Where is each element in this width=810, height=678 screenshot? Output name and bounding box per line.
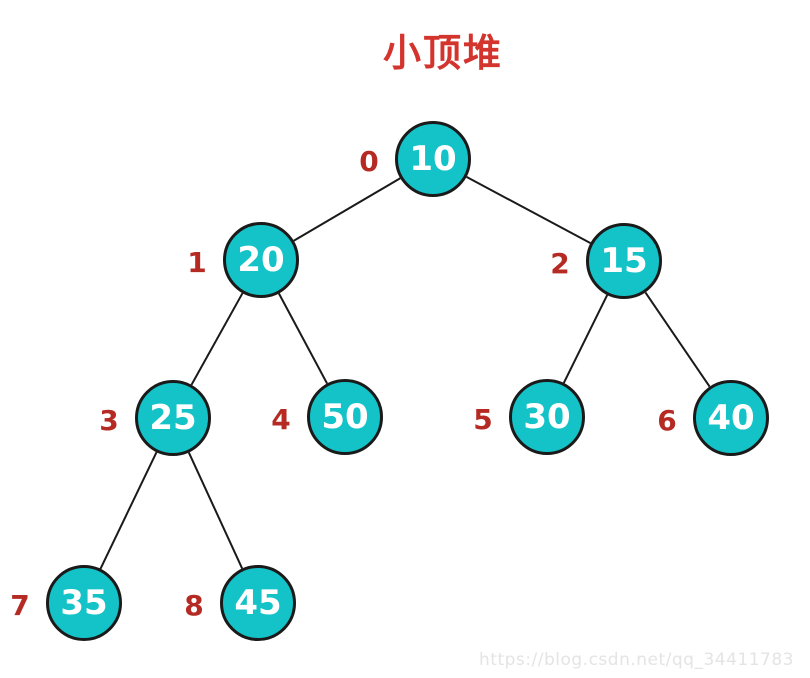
node-index-label-3: 3 xyxy=(99,404,119,437)
tree-node-45: 45 xyxy=(220,565,296,641)
node-index-label-1: 1 xyxy=(187,246,207,279)
tree-edge-10-15 xyxy=(466,176,591,244)
tree-edge-15-30 xyxy=(562,294,609,384)
node-index-label-4: 4 xyxy=(271,403,291,436)
tree-node-10: 10 xyxy=(395,121,471,197)
diagram-title: 小顶堆 xyxy=(382,31,504,75)
tree-edge-10-20 xyxy=(293,177,401,242)
node-index-label-2: 2 xyxy=(550,247,570,280)
tree-node-20: 20 xyxy=(223,222,299,298)
tree-node-50: 50 xyxy=(307,379,383,455)
node-index-label-0: 0 xyxy=(359,145,379,178)
node-index-label-8: 8 xyxy=(184,589,204,622)
tree-node-25: 25 xyxy=(135,380,211,456)
tree-edge-25-35 xyxy=(99,451,158,570)
tree-edge-15-40 xyxy=(644,291,711,388)
tree-edge-20-50 xyxy=(278,293,328,384)
tree-node-35: 35 xyxy=(46,565,122,641)
tree-node-40: 40 xyxy=(693,380,769,456)
node-index-label-6: 6 xyxy=(657,404,677,437)
node-index-label-5: 5 xyxy=(473,403,493,436)
node-index-label-7: 7 xyxy=(10,589,30,622)
tree-edge-25-45 xyxy=(187,452,244,569)
watermark: https://blog.csdn.net/qq_34411783 xyxy=(479,650,794,670)
tree-node-30: 30 xyxy=(509,379,585,455)
tree-edge-20-25 xyxy=(190,292,244,386)
tree-node-15: 15 xyxy=(586,223,662,299)
